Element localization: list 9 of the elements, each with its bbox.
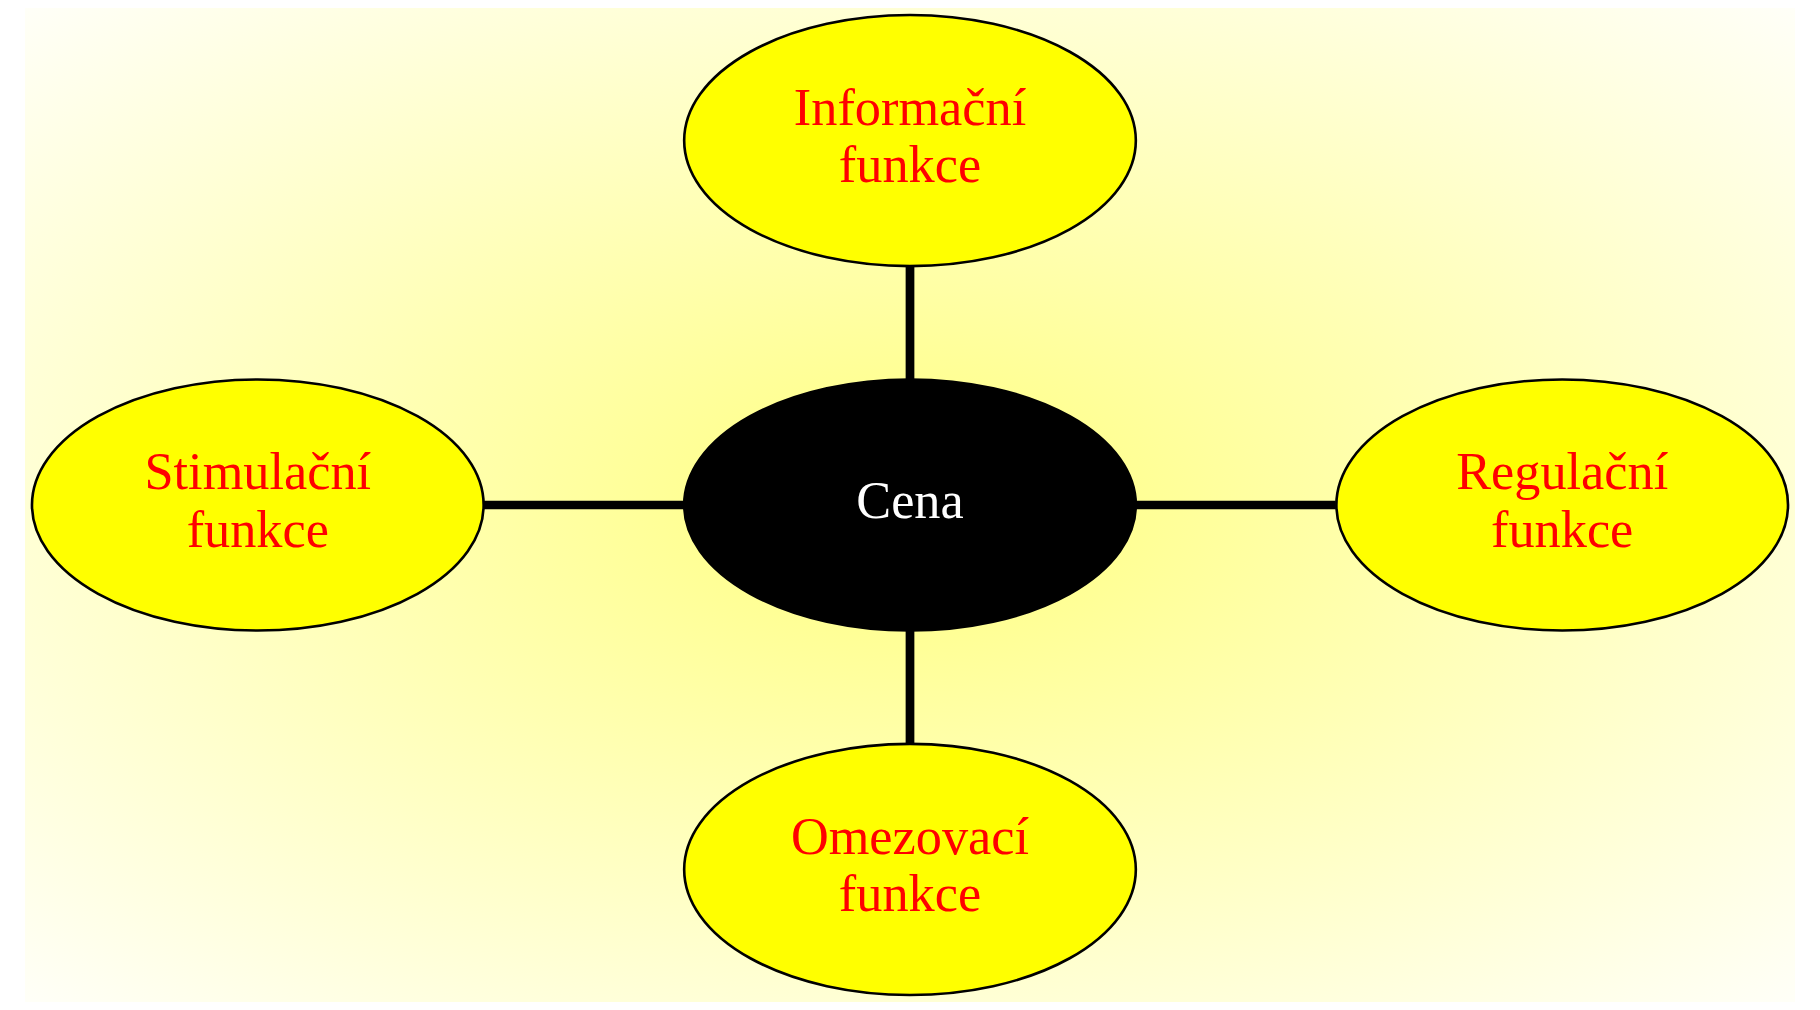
connector — [905, 631, 915, 744]
node-ellipse: Omezovací funkce — [682, 742, 1138, 997]
node-ellipse: Regulační funkce — [1335, 378, 1790, 632]
node-ellipse: Stimulační funkce — [30, 378, 485, 632]
connector — [905, 266, 915, 380]
node-ellipse: Informační funkce — [682, 13, 1138, 268]
connector — [483, 500, 684, 510]
node-ellipse: Cena — [682, 378, 1138, 632]
connector — [1136, 500, 1336, 510]
